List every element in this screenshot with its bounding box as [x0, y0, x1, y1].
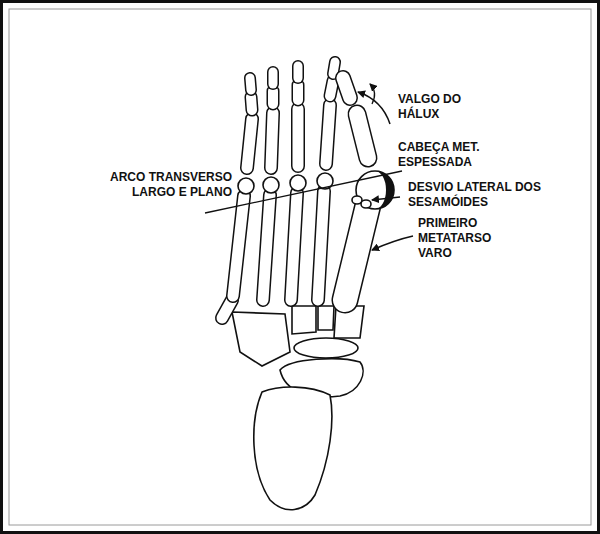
- callout-label: PRIMEIRO METATARSO VARO: [418, 216, 518, 261]
- callout-label: VALGO DO HÁLUX: [398, 92, 488, 122]
- callout-label: DESVIO LATERAL DOS SESAMÓIDES: [408, 180, 543, 210]
- callout-label: ARCO TRANSVERSO LARGO E PLANO: [84, 170, 232, 200]
- callout-label: CABEÇA MET. ESPESSADA: [398, 140, 508, 170]
